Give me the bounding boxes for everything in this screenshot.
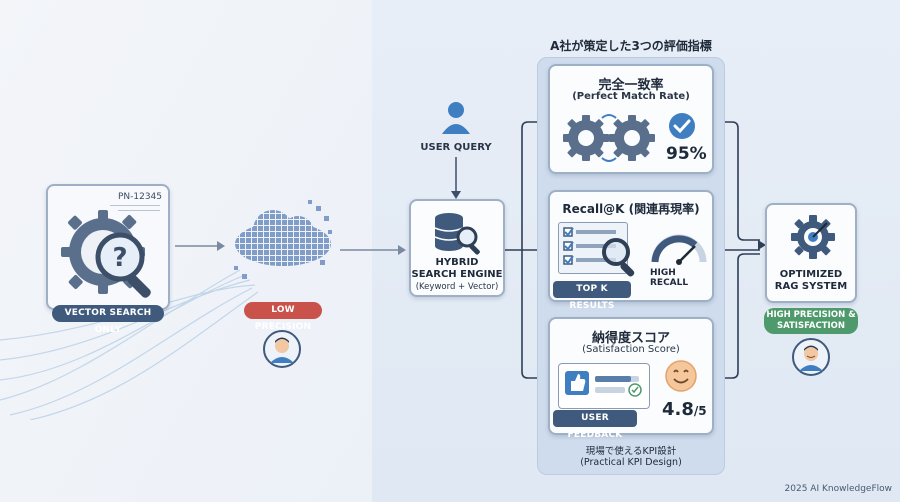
- arrow-to-cloud: [175, 241, 225, 251]
- database-search-icon: [434, 213, 480, 255]
- satisfaction-score: 4.8: [662, 399, 694, 420]
- user-avatar-left: [263, 330, 301, 368]
- user-query-person-icon: [442, 102, 470, 134]
- arrow-query-to-engine: [451, 157, 461, 199]
- gear-magnifier-icon: ?: [61, 210, 151, 298]
- high-precision-badge: HIGH PRECISION & SATISFACTION: [764, 308, 858, 334]
- checklist-icon: [563, 227, 616, 265]
- top-k-results-badge: TOP K RESULTS: [553, 281, 631, 311]
- flow-lines-decoration: [0, 269, 259, 420]
- high-precision-line2: SATISFACTION: [776, 321, 846, 331]
- vector-search-card: PN-12345 ?: [46, 184, 170, 310]
- card3-subtitle: (Satisfaction Score): [582, 344, 680, 355]
- svg-text:?: ?: [112, 243, 127, 273]
- magnifier-icon: [602, 238, 635, 277]
- smiley-face-icon: [665, 360, 697, 392]
- high-precision-line1: HIGH PRECISION &: [766, 310, 856, 320]
- engine-title-line2: SEARCH ENGINE: [411, 269, 503, 280]
- card1-subtitle: (Perfect Match Rate): [572, 91, 690, 102]
- kpi-footer-jp: 現場で使えるKPI設計: [585, 446, 677, 457]
- user-feedback-badge: USER FEEDBACK: [553, 410, 637, 440]
- check-circle-icon: [669, 113, 695, 139]
- user-query-label: USER QUERY: [420, 142, 492, 153]
- vector-search-only-badge: VECTOR SEARCH ONLY: [52, 305, 164, 335]
- engine-subtitle: (Keyword + Vector): [415, 282, 499, 292]
- card3-title: 納得度スコア: [591, 331, 670, 346]
- hybrid-search-engine-card: HYBRID SEARCH ENGINE (Keyword + Vector): [409, 199, 505, 297]
- optimized-rag-card: OPTIMIZED RAG SYSTEM: [765, 203, 857, 303]
- card1-title: 完全一致率: [598, 78, 664, 93]
- pixelated-cloud-icon: [234, 200, 332, 279]
- low-precision-badge: LOW PRECISION: [244, 302, 322, 332]
- recall-gauge-icon: [651, 234, 707, 265]
- user-avatar-right: [792, 338, 830, 376]
- doc-id-label: PN-12345: [117, 192, 162, 202]
- output-title-line2: RAG SYSTEM: [774, 281, 848, 292]
- kpi-footer-en: (Practical KPI Design): [580, 457, 682, 468]
- thumbs-up-icon: [565, 371, 642, 397]
- card2-title: Recall@K (関連再現率): [562, 202, 700, 216]
- twin-gears-icon: [563, 114, 655, 162]
- brand-footer: 2025 AI KnowledgeFlow: [784, 484, 892, 494]
- kpi-header: A社が策定した3つの評価指標: [550, 39, 712, 53]
- perfect-match-value: 95%: [666, 144, 707, 164]
- high-recall-label: HIGH RECALL: [650, 268, 689, 288]
- satisfaction-denominator: /5: [693, 404, 707, 418]
- gear-target-icon: [791, 215, 835, 259]
- engine-title-line1: HYBRID: [435, 257, 479, 268]
- satisfaction-value: 4.8/5: [662, 399, 707, 420]
- perfect-match-card: 完全一致率 (Perfect Match Rate) 95%: [548, 64, 714, 174]
- output-title-line1: OPTIMIZED: [779, 269, 843, 280]
- arrow-to-engine: [340, 245, 406, 255]
